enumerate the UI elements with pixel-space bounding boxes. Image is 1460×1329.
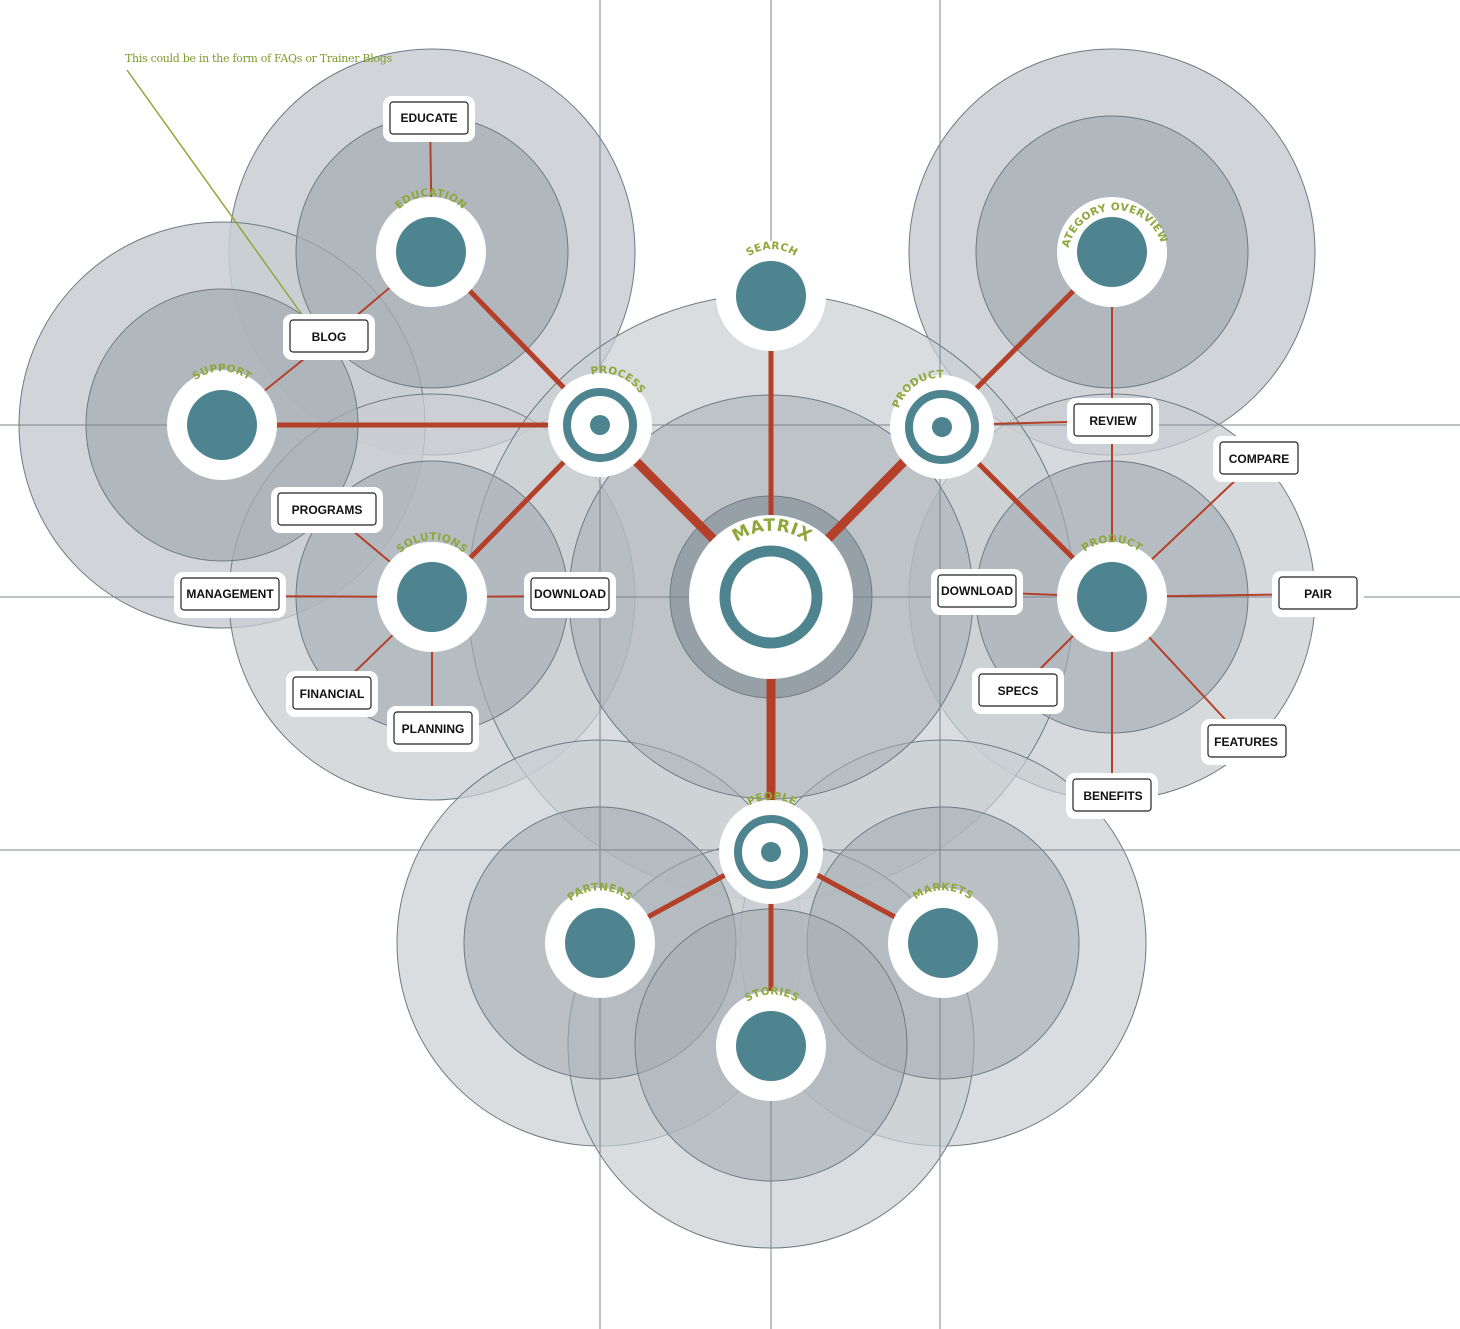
hub-label-people: PEOPLE (746, 790, 799, 808)
box-download-right[interactable]: DOWNLOAD (931, 569, 1023, 615)
hub-markets[interactable]: MARKETS (888, 881, 998, 998)
box-review[interactable]: REVIEW (1067, 398, 1159, 444)
hub-people[interactable]: PEOPLE (719, 790, 823, 904)
svg-text:PROGRAMS: PROGRAMS (292, 503, 363, 517)
annotation: This could be in the form of FAQs or Tra… (125, 52, 393, 317)
svg-text:PAIR: PAIR (1304, 587, 1332, 601)
box-download-left[interactable]: DOWNLOAD (524, 572, 616, 618)
box-features[interactable]: FEATURES (1201, 719, 1293, 765)
hub-solutions[interactable]: SOLUTIONS (377, 531, 487, 652)
svg-text:FINANCIAL: FINANCIAL (300, 687, 365, 701)
svg-text:EDUCATE: EDUCATE (400, 111, 457, 125)
box-benefits[interactable]: BENEFITS (1066, 773, 1158, 819)
box-blog[interactable]: BLOG (283, 314, 375, 360)
svg-text:DOWNLOAD: DOWNLOAD (534, 587, 606, 601)
svg-text:PLANNING: PLANNING (402, 722, 465, 736)
box-management[interactable]: MANAGEMENT (174, 572, 286, 618)
label-boxes: EDUCATE BLOG PROGRAMS MANAGEMENT DOWNLOA… (174, 96, 1364, 819)
hub-label-stories: STORIES (743, 985, 802, 1004)
hub-search[interactable]: SEARCH (716, 240, 826, 351)
svg-text:REVIEW: REVIEW (1089, 414, 1137, 428)
matrix-hub[interactable]: MATRIX (689, 515, 853, 679)
hub-stories[interactable]: STORIES (716, 985, 826, 1101)
svg-text:COMPARE: COMPARE (1229, 452, 1289, 466)
svg-text:MANAGEMENT: MANAGEMENT (186, 587, 274, 601)
hub-label-search: SEARCH (744, 240, 799, 259)
svg-text:BLOG: BLOG (312, 330, 347, 344)
svg-text:FEATURES: FEATURES (1214, 735, 1278, 749)
svg-text:SPECS: SPECS (998, 684, 1039, 698)
box-programs[interactable]: PROGRAMS (271, 487, 383, 533)
box-educate[interactable]: EDUCATE (383, 96, 475, 142)
box-pair[interactable]: PAIR (1272, 571, 1364, 617)
hub-product-top[interactable]: PRODUCT (890, 369, 994, 479)
svg-text:BENEFITS: BENEFITS (1083, 789, 1142, 803)
box-compare[interactable]: COMPARE (1213, 436, 1305, 482)
box-financial[interactable]: FINANCIAL (286, 671, 378, 717)
hub-process[interactable]: PROCESS (548, 364, 652, 477)
svg-text:DOWNLOAD: DOWNLOAD (941, 584, 1013, 598)
hub-support[interactable]: SUPPORT (167, 362, 277, 480)
box-specs[interactable]: SPECS (972, 668, 1064, 714)
box-planning[interactable]: PLANNING (387, 706, 479, 752)
annotation-note: This could be in the form of FAQs or Tra… (125, 52, 392, 65)
